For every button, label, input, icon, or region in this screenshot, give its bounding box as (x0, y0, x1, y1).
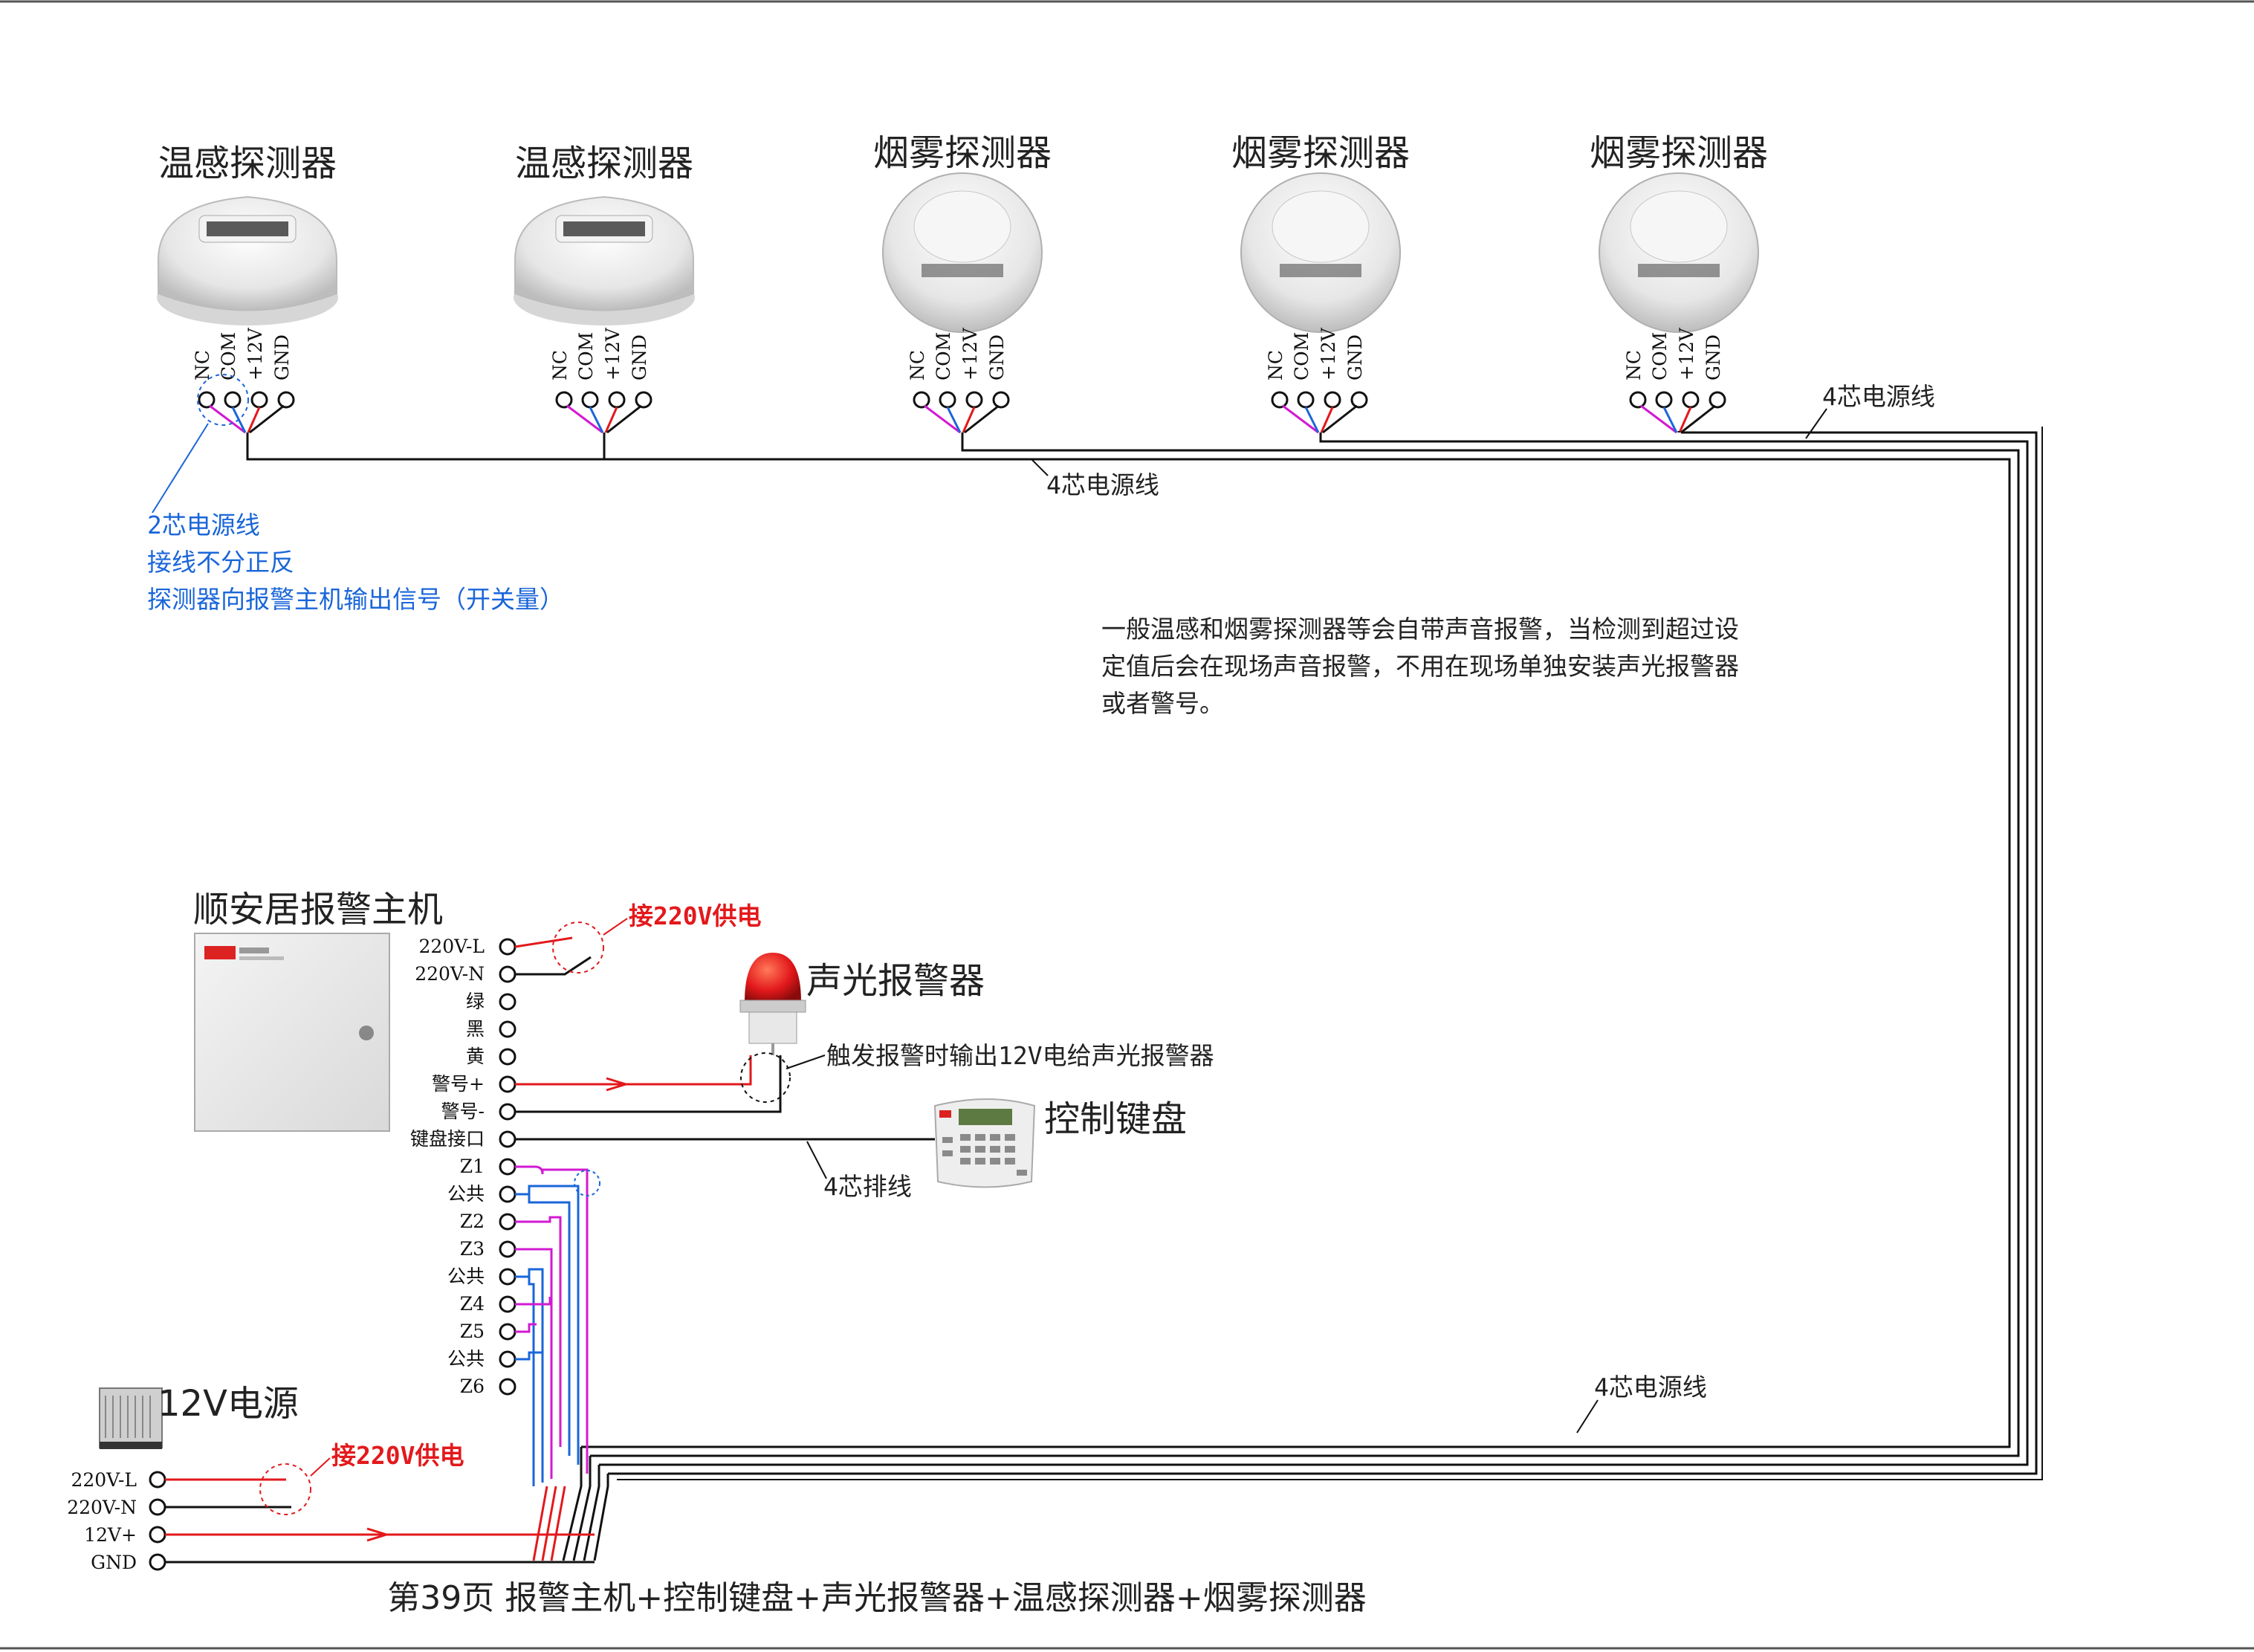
callout-circle (197, 374, 249, 426)
arrow-icon (366, 1527, 391, 1542)
svg-text:或者警号。: 或者警号。 (1101, 689, 1224, 718)
detector-label: 烟雾探测器 (1590, 132, 1768, 174)
heat-detector-icon (158, 195, 337, 311)
svg-text:Z1: Z1 (460, 1156, 485, 1177)
svg-text:GND: GND (271, 334, 293, 380)
svg-text:公共: 公共 (447, 1183, 485, 1205)
detector-2: 温感探测器 (514, 143, 695, 325)
keypad-screen (959, 1109, 1012, 1125)
host-terminal-circles (499, 938, 516, 1396)
svg-text:NC: NC (907, 350, 928, 380)
psu-label: 12V电源 (158, 1383, 299, 1425)
page-caption: 第39页 报警主机+控制键盘+声光报警器+温感探测器+烟雾探测器 (387, 1579, 1366, 1617)
wire-label-keypad: 4芯排线 (823, 1172, 912, 1201)
siren-label: 声光报警器 (806, 960, 985, 1002)
brand-logo (204, 946, 236, 959)
zone-wiring (515, 1165, 589, 1486)
psu-icon (99, 1387, 163, 1448)
svg-text:220V-N: 220V-N (67, 1497, 137, 1518)
svg-text:警号-: 警号- (441, 1101, 485, 1122)
svg-text:警号+: 警号+ (432, 1073, 485, 1095)
svg-text:COM: COM (933, 332, 954, 380)
psu-terminals: 220V-L 220V-N 12V+ GND (67, 1469, 137, 1573)
detector-terminals: NC COM +12V GND NC COM +12V GND NC COM +… (192, 327, 1724, 380)
svg-text:NC: NC (1623, 350, 1645, 380)
svg-text:一般温感和烟雾探测器等会自带声音报警，当检测到超过设: 一般温感和烟雾探测器等会自带声音报警，当检测到超过设 (1101, 615, 1739, 644)
svg-text:Z4: Z4 (460, 1293, 485, 1315)
svg-text:GND: GND (1344, 334, 1366, 380)
svg-text:Z3: Z3 (460, 1238, 485, 1260)
heat-detector-icon (514, 195, 694, 311)
svg-text:GND: GND (91, 1552, 137, 1573)
detector-3: 烟雾探测器 (873, 132, 1052, 333)
svg-text:COM: COM (575, 332, 597, 380)
keypad: 控制键盘 (933, 1098, 1187, 1188)
svg-text:NC: NC (549, 350, 571, 380)
svg-text:GND: GND (629, 334, 650, 380)
svg-text:COM: COM (1649, 332, 1671, 380)
svg-text:绿: 绿 (466, 991, 485, 1012)
siren-note: 触发报警时输出12V电给声光报警器 (826, 1041, 1214, 1070)
svg-text:NC: NC (1265, 350, 1286, 380)
alarm-host-box (194, 933, 390, 1132)
host-title: 顺安居报警主机 (193, 889, 443, 930)
power-bus-4-core (246, 431, 2038, 1475)
svg-text:+12V: +12V (959, 327, 981, 380)
svg-text:GND: GND (986, 334, 1008, 380)
svg-text:探测器向报警主机输出信号（开关量）: 探测器向报警主机输出信号（开关量） (147, 585, 564, 614)
siren: 声光报警器 (739, 953, 985, 1055)
svg-text:220V-L: 220V-L (418, 936, 485, 957)
power-callout-circle (552, 921, 604, 974)
keypad-label: 控制键盘 (1044, 1098, 1187, 1140)
svg-text:Z2: Z2 (460, 1211, 485, 1232)
wire-label-bottom: 4芯电源线 (1594, 1373, 1707, 1402)
psu: 12V电源 (99, 1383, 299, 1449)
svg-text:+12V: +12V (1318, 327, 1339, 380)
svg-text:接线不分正反: 接线不分正反 (147, 548, 294, 577)
svg-text:COM: COM (218, 332, 239, 380)
arrow-icon (606, 1077, 630, 1092)
svg-text:220V-L: 220V-L (71, 1469, 137, 1491)
detector-label: 温感探测器 (158, 143, 337, 184)
psu-power-note: 接220V供电 (331, 1441, 464, 1470)
svg-text:+12V: +12V (602, 327, 624, 380)
siren-lamp-icon (745, 953, 801, 1002)
svg-text:12V+: 12V+ (84, 1524, 137, 1546)
detector-label: 烟雾探测器 (873, 132, 1052, 174)
detector-fan-wires (209, 404, 1716, 434)
svg-text:键盘接口: 键盘接口 (410, 1128, 485, 1150)
svg-text:定值后会在现场声音报警，不用在现场单独安装声光报警器: 定值后会在现场声音报警，不用在现场单独安装声光报警器 (1101, 652, 1739, 681)
svg-text:Z5: Z5 (460, 1321, 485, 1342)
svg-text:NC: NC (192, 350, 213, 380)
detector-label: 烟雾探测器 (1231, 132, 1410, 174)
wire-label-top-right: 4芯电源线 (1822, 382, 1935, 411)
detector-4: 烟雾探测器 (1231, 132, 1410, 333)
blue-note: 2芯电源线 接线不分正反 探测器向报警主机输出信号（开关量） (147, 511, 564, 614)
wire-label-top-mid: 4芯电源线 (1046, 470, 1159, 499)
svg-text:GND: GND (1703, 334, 1724, 380)
host-terminals: 220V-L 220V-N 绿 黑 黄 警号+ 警号- 键盘接口 Z1 公共 Z… (410, 936, 485, 1397)
svg-text:Z6: Z6 (460, 1376, 485, 1397)
svg-text:+12V: +12V (244, 327, 266, 380)
svg-text:+12V: +12V (1676, 327, 1697, 380)
svg-text:COM: COM (1291, 332, 1312, 380)
svg-text:公共: 公共 (447, 1348, 485, 1370)
svg-text:220V-N: 220V-N (415, 963, 485, 985)
svg-text:黄: 黄 (466, 1046, 485, 1067)
svg-text:黑: 黑 (466, 1018, 485, 1040)
svg-text:2芯电源线: 2芯电源线 (147, 511, 260, 540)
center-note: 一般温感和烟雾探测器等会自带声音报警，当检测到超过设 定值后会在现场声音报警，不… (1101, 615, 1739, 718)
host-power-note: 接220V供电 (629, 901, 761, 930)
detector-1: 温感探测器 (157, 143, 338, 325)
svg-text:公共: 公共 (447, 1266, 485, 1287)
detector-5: 烟雾探测器 (1590, 132, 1768, 333)
detector-terminal-circles (198, 391, 1726, 409)
lock-icon (359, 1026, 374, 1040)
detector-label: 温感探测器 (515, 143, 693, 184)
